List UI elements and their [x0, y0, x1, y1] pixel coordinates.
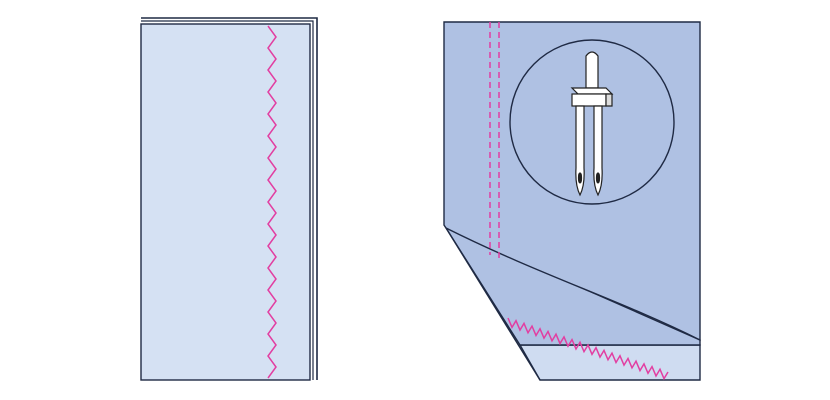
needle-bridge [571, 93, 607, 107]
needle-bridge-top [570, 87, 614, 95]
right-panel [443, 21, 701, 381]
needle-shank [585, 51, 599, 89]
inset-circle [509, 39, 675, 205]
fabric-lower-layer [518, 344, 701, 381]
needle-right [593, 105, 603, 197]
fabric-corner-edge [445, 227, 541, 381]
twin-needle-icon [570, 51, 614, 197]
left-panel [140, 17, 318, 381]
hem-zigzag-stitch [507, 317, 669, 381]
fabric-fold-middle-layer [141, 20, 314, 380]
fabric-fold-back-layer [141, 17, 318, 380]
fabric-front-layer [140, 23, 311, 381]
zigzag-stitch-line [267, 25, 277, 379]
needle-left-eye [577, 172, 583, 184]
needle-right-eye [595, 172, 601, 184]
needle-left [575, 105, 585, 197]
needle-bridge-side [605, 93, 613, 107]
twin-needle-inset [509, 39, 675, 205]
